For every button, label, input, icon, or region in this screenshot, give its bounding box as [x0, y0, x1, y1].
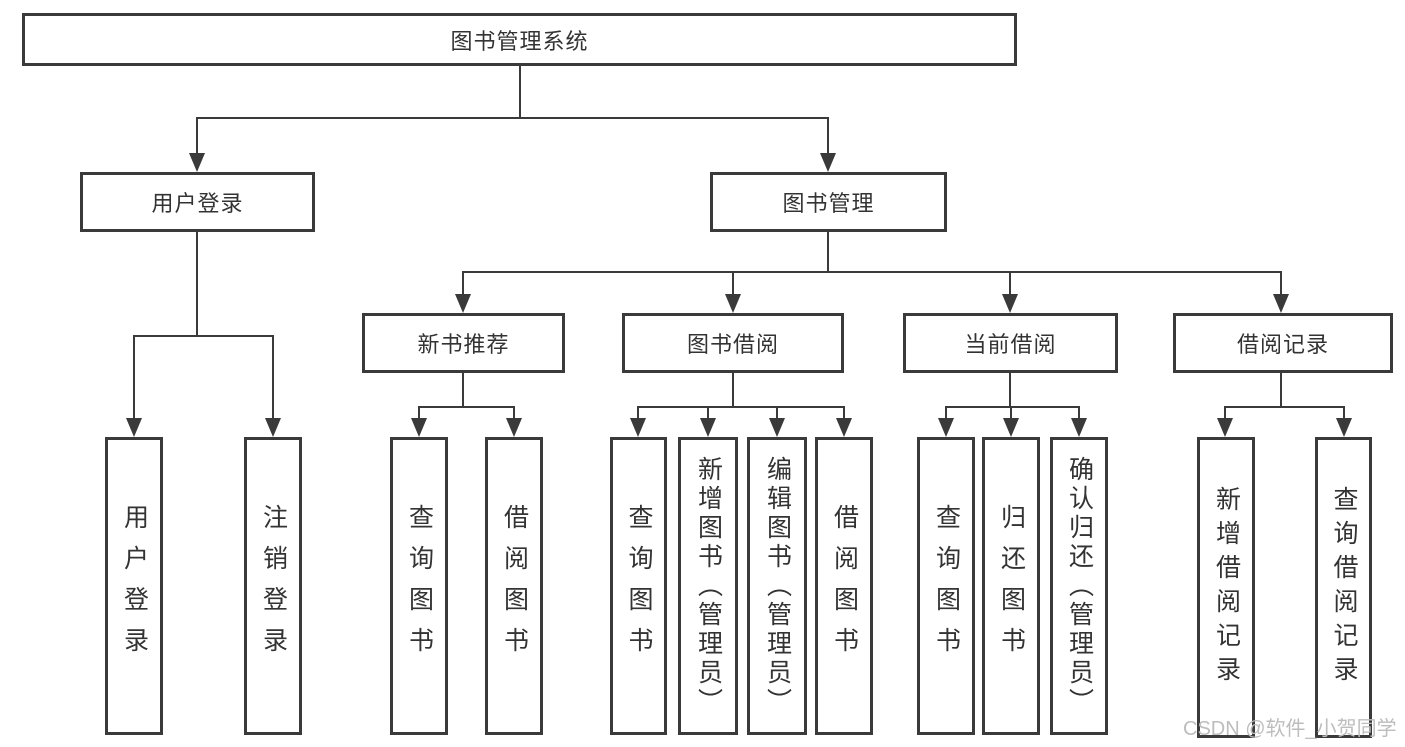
- connector-line: [1224, 406, 1345, 408]
- node-label: 图书管理系统: [450, 28, 589, 54]
- connector-line: [1009, 373, 1011, 408]
- arrow-down-icon: [700, 418, 716, 437]
- connector-line: [1010, 407, 1012, 421]
- node-label: 用户登录: [120, 504, 149, 668]
- connector-line: [732, 272, 734, 297]
- arrow-down-icon: [455, 294, 471, 313]
- arrow-down-icon: [630, 418, 646, 437]
- connector-line: [637, 407, 639, 421]
- node-label: 当前借阅: [964, 332, 1057, 357]
- node-leaf-user-login: 用户登录: [105, 437, 163, 735]
- node-leaf-query-books-1: 查询图书: [390, 437, 448, 735]
- connector-line: [196, 232, 198, 337]
- connector-line: [418, 406, 515, 408]
- node-label: 编辑图书（管理员）: [763, 455, 792, 717]
- arrow-down-icon: [1336, 418, 1352, 437]
- node-book-borrowing: 图书借阅: [622, 313, 844, 373]
- arrow-down-icon: [506, 418, 522, 437]
- arrow-down-icon: [189, 153, 205, 172]
- node-label: 新增图书（管理员）: [694, 455, 723, 717]
- connector-line: [843, 407, 845, 421]
- connector-line: [133, 336, 135, 421]
- node-leaf-edit-books-admin: 编辑图书（管理员）: [747, 437, 807, 735]
- arrow-down-icon: [725, 294, 741, 313]
- node-leaf-add-borrow-record: 新增借阅记录: [1197, 437, 1255, 738]
- connector-line: [1280, 272, 1282, 297]
- node-label: 查询图书: [405, 504, 434, 668]
- node-label: 用户登录: [151, 191, 244, 216]
- connector-line: [133, 335, 274, 337]
- node-leaf-return-books: 归还图书: [982, 437, 1040, 735]
- arrow-down-icon: [836, 418, 852, 437]
- connector-line: [462, 272, 464, 297]
- node-label: 借阅图书: [830, 504, 859, 668]
- connector-line: [827, 118, 829, 156]
- node-borrow-records: 借阅记录: [1173, 313, 1393, 373]
- node-label: 查询借阅记录: [1330, 485, 1358, 690]
- arrow-down-icon: [820, 153, 836, 172]
- arrow-down-icon: [769, 418, 785, 437]
- node-label: 查询图书: [932, 504, 961, 668]
- connector-line: [827, 232, 829, 273]
- node-label: 注销登录: [259, 504, 288, 668]
- connector-line: [776, 407, 778, 421]
- connector-line: [1343, 407, 1345, 421]
- connector-line: [1009, 272, 1011, 297]
- connector-line: [707, 407, 709, 421]
- node-book-management-module: 图书管理: [710, 172, 947, 232]
- node-leaf-confirm-return-admin: 确认归还（管理员）: [1050, 437, 1108, 735]
- node-current-borrowing: 当前借阅: [903, 313, 1118, 373]
- arrow-down-icon: [265, 418, 281, 437]
- node-label: 借阅记录: [1236, 332, 1329, 357]
- node-new-book-recommend: 新书推荐: [362, 313, 565, 373]
- arrow-down-icon: [1003, 418, 1019, 437]
- connector-line: [513, 407, 515, 421]
- connector-line: [196, 118, 198, 156]
- node-label: 新增借阅记录: [1212, 485, 1241, 690]
- node-label: 图书借阅: [686, 332, 779, 357]
- node-leaf-borrow-books-2: 借阅图书: [815, 437, 873, 735]
- connector-line: [272, 336, 274, 421]
- node-leaf-query-borrow-record: 查询借阅记录: [1315, 437, 1372, 738]
- csdn-watermark: CSDN @软件_小贺同学: [1183, 718, 1397, 740]
- node-leaf-borrow-books-1: 借阅图书: [485, 437, 543, 735]
- arrow-down-icon: [126, 418, 142, 437]
- connector-line: [1224, 407, 1226, 421]
- connector-line: [945, 407, 947, 421]
- node-leaf-add-books-admin: 新增图书（管理员）: [678, 437, 738, 735]
- connector-line: [418, 407, 420, 421]
- connector-line: [196, 117, 829, 119]
- node-library-management-system: 图书管理系统: [22, 13, 1017, 66]
- node-label: 图书管理: [782, 191, 875, 216]
- arrow-down-icon: [411, 418, 427, 437]
- node-label: 借阅图书: [500, 504, 529, 668]
- connector-line: [1078, 407, 1080, 421]
- node-user-login-module: 用户登录: [80, 172, 315, 232]
- connector-line: [732, 373, 734, 408]
- node-label: 新书推荐: [417, 332, 510, 357]
- connector-line: [1280, 373, 1282, 408]
- node-leaf-query-books-2: 查询图书: [610, 437, 667, 735]
- node-leaf-query-books-3: 查询图书: [917, 437, 975, 735]
- arrow-down-icon: [938, 418, 954, 437]
- connector-line: [637, 406, 845, 408]
- node-label: 归还图书: [997, 504, 1026, 668]
- connector-line: [519, 66, 521, 119]
- node-leaf-logout: 注销登录: [244, 437, 302, 735]
- connector-line: [462, 271, 1282, 273]
- node-label: 确认归还（管理员）: [1065, 455, 1094, 717]
- arrow-down-icon: [1217, 418, 1233, 437]
- node-label: 查询图书: [625, 504, 653, 668]
- arrow-down-icon: [1002, 294, 1018, 313]
- connector-line: [462, 373, 464, 408]
- arrow-down-icon: [1071, 418, 1087, 437]
- arrow-down-icon: [1273, 294, 1289, 313]
- connector-line: [945, 406, 1080, 408]
